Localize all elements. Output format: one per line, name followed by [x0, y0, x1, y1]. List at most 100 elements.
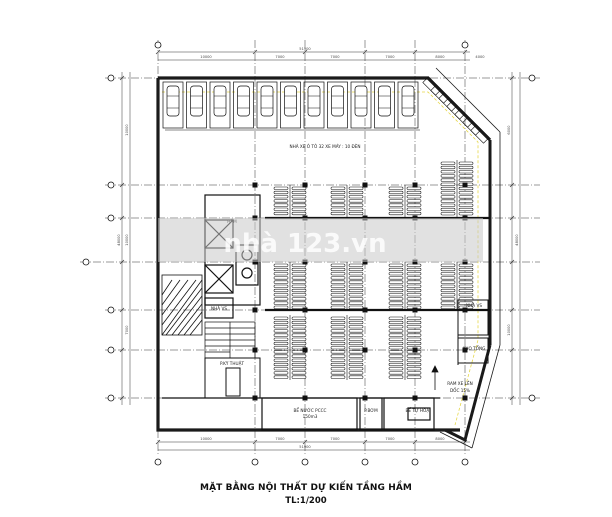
motorbike-icon [388, 320, 404, 325]
motorbike-icon [388, 375, 404, 379]
motorbike-icon [330, 358, 346, 362]
motorbike-icon [348, 346, 364, 350]
motorbike-icon [273, 325, 289, 329]
motorbike-icon [330, 288, 346, 293]
motorbike-icon [406, 367, 422, 371]
motorbike-icon [388, 190, 404, 195]
ramp-arrow [431, 365, 439, 390]
motorbike-icon [291, 284, 307, 288]
motorbike-icon [406, 358, 422, 362]
dim-bottom-overall: 51900 [299, 445, 311, 449]
dim-top-seg: 7000 [385, 55, 395, 59]
ramp-sub-label: DỐC 15% [450, 388, 470, 393]
fire-tank-volume: 150m3 [303, 414, 318, 419]
dim-bottom-seg: 8000 [435, 437, 445, 441]
motorbike-icon [348, 301, 364, 305]
motorbike-icon [388, 371, 404, 375]
motorbike-icon [330, 272, 346, 276]
motorbike-icon [273, 358, 289, 362]
diagonal-car-row [422, 76, 490, 144]
motorbike-icon [348, 297, 364, 301]
column [302, 182, 308, 188]
motorbike-icon [388, 316, 404, 320]
motorbike-icon [388, 325, 404, 329]
motorbike-icon [440, 280, 456, 284]
motorbike-icon [330, 362, 346, 367]
motorbike-icon [388, 280, 404, 284]
car-icon [213, 85, 227, 117]
motorbike-icon [440, 199, 456, 203]
motorbike-icon [348, 362, 364, 367]
motorbike-icon [330, 207, 346, 211]
motorbike-icon [406, 341, 422, 346]
motorbike-icon [348, 293, 364, 297]
motorbike-icon [406, 337, 422, 341]
motorbike-icon [273, 375, 289, 379]
motorbike-icon [273, 203, 289, 207]
motorbike-icon [388, 207, 404, 211]
motorbike-icon [273, 267, 289, 272]
motorbike-icon [458, 276, 474, 280]
motorbike-icon [273, 211, 289, 216]
motorbike-icon [406, 199, 422, 203]
motorbike-icon [273, 329, 289, 333]
motorbike-icon [406, 293, 422, 297]
motorbike-icon [330, 371, 346, 375]
motorbike-icon [406, 354, 422, 358]
motorbike-icon [273, 293, 289, 297]
motorbike-icon [330, 195, 346, 199]
motorbike-icon [330, 375, 346, 379]
motorbike-icon [291, 280, 307, 284]
motorbike-icon [458, 288, 474, 293]
motorbike-icon [273, 297, 289, 301]
dim-left-overall: 48000 [117, 234, 121, 246]
column [462, 395, 468, 401]
motorbike-icon [406, 272, 422, 276]
motorbike-icon [291, 341, 307, 346]
motorbike-icon [330, 320, 346, 325]
motorbike-icon [330, 284, 346, 288]
motorbike-icon [273, 276, 289, 280]
motorbike-icon [291, 207, 307, 211]
motorbike-icon [348, 211, 364, 216]
dim-bottom-seg: 7000 [275, 437, 285, 441]
motorbike-icon [406, 362, 422, 367]
column [412, 347, 418, 353]
column [412, 307, 418, 313]
motorbike-icon [273, 186, 289, 190]
motorbike-icon [440, 207, 456, 212]
motorbike-icon [291, 211, 307, 216]
motorbike-icon [440, 305, 456, 309]
dim-right-overall: 48000 [515, 234, 519, 246]
motorbike-icon [291, 337, 307, 341]
motorbike-icon [348, 333, 364, 337]
right-wc-label: NHÀ VS [466, 303, 482, 308]
motorbike-icon [291, 199, 307, 203]
dim-left-seg: 10000 [125, 234, 129, 246]
diagonal-car [422, 76, 442, 96]
dim-top-seg: 8000 [435, 55, 445, 59]
motorbike-icon [330, 297, 346, 301]
motorbike-icon [330, 211, 346, 216]
motorbike-icon [291, 333, 307, 337]
motorbike-icon [440, 178, 456, 182]
motorbike-icon [291, 186, 307, 190]
motorbike-icon [458, 207, 474, 212]
motorbike-icon [348, 320, 364, 325]
motorbike-icon [406, 211, 422, 216]
motorbike-icon [458, 174, 474, 178]
column [252, 182, 258, 188]
top-car-row [162, 81, 419, 129]
column [462, 347, 468, 353]
motorbike-icon [330, 293, 346, 297]
motorbike-icon [330, 263, 346, 267]
motorbike-icon [388, 358, 404, 362]
motorbike-icon [388, 337, 404, 341]
motorbike-icon [273, 367, 289, 371]
motorbike-icon [440, 272, 456, 276]
motorbike-icon [330, 280, 346, 284]
car-icon [237, 85, 250, 117]
motorbike-icon [291, 293, 307, 297]
motorbike-icon [273, 333, 289, 337]
motorbike-icon [458, 267, 474, 272]
